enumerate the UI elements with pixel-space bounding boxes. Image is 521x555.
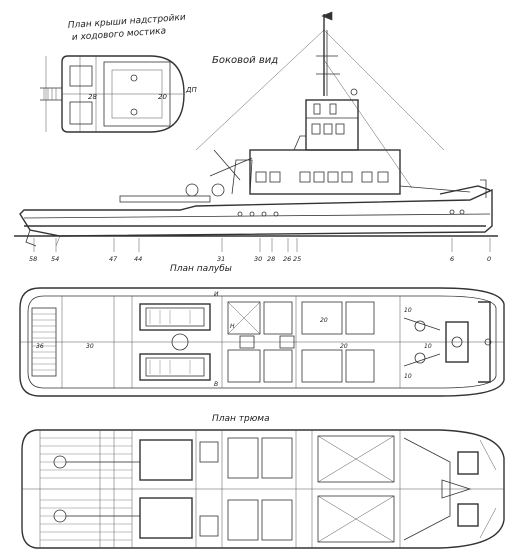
main-engines [53, 439, 219, 539]
frame-number: 30 [254, 255, 262, 263]
deck-room-number: 10 [404, 307, 412, 314]
deck-plan-title: План палубы [170, 264, 232, 274]
frame-number: 54 [51, 255, 59, 263]
deck-plan-outline [19, 287, 505, 397]
frame-number: 44 [134, 255, 142, 263]
dp-label: ДП [185, 86, 197, 94]
accommodation-rooms [227, 301, 375, 383]
hold-plan-view: План трюма [21, 414, 505, 549]
deck-machinery [119, 149, 253, 203]
frame-number: 47 [109, 255, 118, 263]
foredeck-gear [403, 301, 492, 383]
frame-number: 26 [283, 255, 291, 263]
side-view: Боковой вид [14, 11, 498, 263]
deck-room-number: 10 [404, 373, 412, 380]
frame-number: 6 [450, 255, 454, 263]
frame-ticks [33, 238, 491, 252]
hold-plan-outline [21, 429, 505, 549]
section-letter: В [214, 381, 218, 388]
frame-number: 58 [29, 255, 37, 263]
towing-winches [139, 303, 211, 381]
hold-plan-title: План трюма [212, 414, 270, 424]
section-letter: Н [230, 323, 235, 330]
roof-plan-view: План крыши надстройки и ходового мостика… [40, 13, 197, 133]
deck-room-number: 30 [86, 343, 94, 350]
hold-compartments [227, 435, 395, 543]
roof-plan-outline [61, 55, 185, 133]
frame-number-labels: 58 54 47 44 31 30 28 26 25 6 0 [29, 255, 491, 263]
frame-number: 28 [267, 255, 275, 263]
roof-room-number: 28 [88, 93, 97, 101]
deck-room-number: 20 [340, 343, 348, 350]
superstructure [249, 135, 471, 195]
bow [439, 179, 491, 198]
section-letter: И [214, 291, 219, 298]
deck-room-number: 20 [320, 317, 328, 324]
roof-plan-ladder [40, 87, 62, 101]
frame-number: 0 [487, 255, 491, 263]
deck-room-number: 36 [36, 343, 44, 350]
hull-profile [14, 188, 498, 247]
wheelhouse [305, 99, 359, 151]
side-view-title: Боковой вид [212, 55, 278, 66]
mast [316, 11, 358, 96]
deck-plan-view: План палубы [19, 264, 505, 397]
frame-number: 31 [217, 255, 225, 263]
forepeak [403, 437, 497, 541]
rigging-stays [195, 29, 445, 189]
frame-number: 25 [293, 255, 301, 263]
deck-room-number: 10 [424, 343, 432, 350]
roof-room-number: 20 [158, 93, 167, 101]
stern-platform [31, 307, 57, 377]
